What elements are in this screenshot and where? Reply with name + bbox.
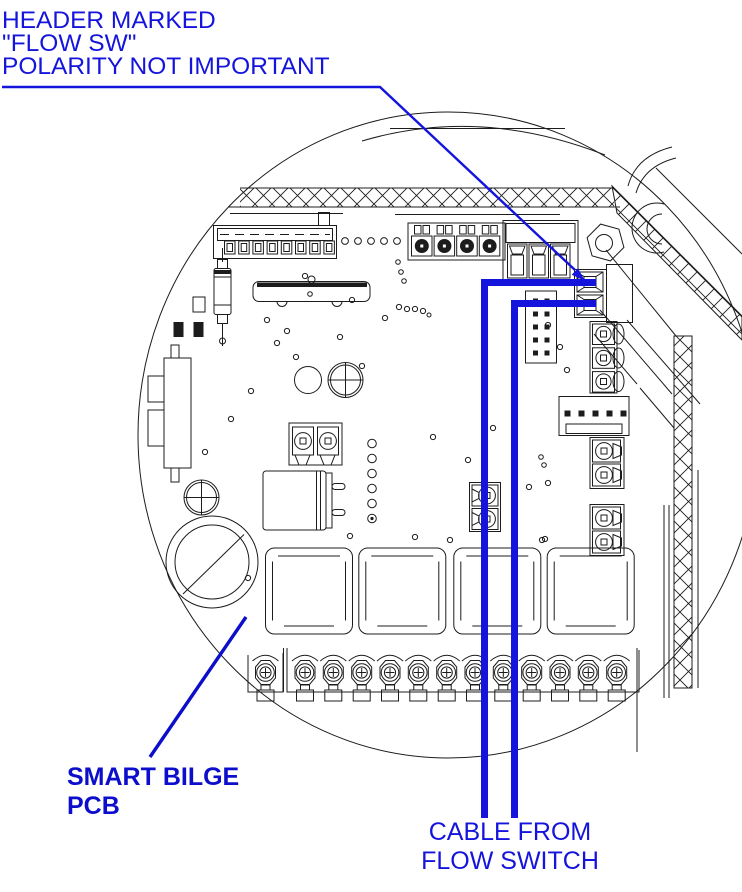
flow-switch-cable [481, 279, 596, 818]
terminal-3pin-right [589, 321, 625, 394]
flow-switch-wire-2 [511, 300, 596, 818]
edge-connector-8pin [213, 212, 337, 259]
pcb-label: SMART BILGE PCB [67, 763, 239, 821]
enclosure-dome-edge [361, 125, 606, 156]
axial-component [213, 248, 232, 346]
terminal-2pin-mid [288, 422, 343, 466]
smd-components [173, 296, 206, 337]
annotation-lines [2, 85, 585, 758]
terminal-4pin-top [407, 222, 506, 261]
terminal-2pin-right-a [589, 437, 625, 489]
pcb-label-line1: SMART BILGE [67, 763, 240, 791]
mounting-screw-left [183, 479, 220, 516]
hex-nut [586, 223, 625, 262]
relay-3 [453, 547, 542, 635]
cable-label: CABLE FROM FLOW SWITCH [400, 818, 620, 876]
enclosure-circle [137, 111, 742, 759]
cable-label-line2: FLOW SWITCH [421, 847, 599, 875]
mounting-screw-top [294, 362, 364, 398]
bar-component [252, 275, 371, 307]
relay-row [265, 547, 635, 635]
pcb-top-edge [230, 213, 560, 215]
connector-3slot [502, 220, 579, 281]
left-edge-component [147, 344, 192, 483]
enclosure-wall-hatching [228, 146, 742, 752]
relay-2 [358, 547, 447, 635]
flow-switch-wire-1 [481, 279, 596, 818]
pcb-label-line2: PCB [67, 792, 120, 820]
header-5pin [558, 396, 630, 436]
pcb-label-leader-line [148, 616, 248, 758]
enclosure-boss-side [631, 202, 665, 254]
header-note-leader-line [2, 85, 576, 271]
vias [201, 237, 571, 582]
enclosure-boss-top [627, 146, 677, 194]
terminal-strip-bottom [247, 648, 640, 702]
relay-1 [265, 547, 353, 635]
via-column [367, 438, 377, 524]
relay-4 [546, 547, 635, 635]
header-note-line3: POLARITY NOT IMPORTANT [2, 53, 330, 80]
capacitor [262, 470, 346, 531]
header-note-line1: HEADER MARKED [2, 7, 216, 34]
terminal-2pin-right-b [589, 504, 625, 556]
buzzer [165, 515, 259, 609]
flow-sw-header [574, 264, 633, 323]
header-note-arrowhead [571, 268, 585, 281]
cable-label-line1: CABLE FROM [428, 818, 592, 846]
header-note-line2: "FLOW SW" [2, 30, 137, 57]
header-note-label: HEADER MARKED "FLOW SW" POLARITY NOT IMP… [2, 7, 330, 80]
